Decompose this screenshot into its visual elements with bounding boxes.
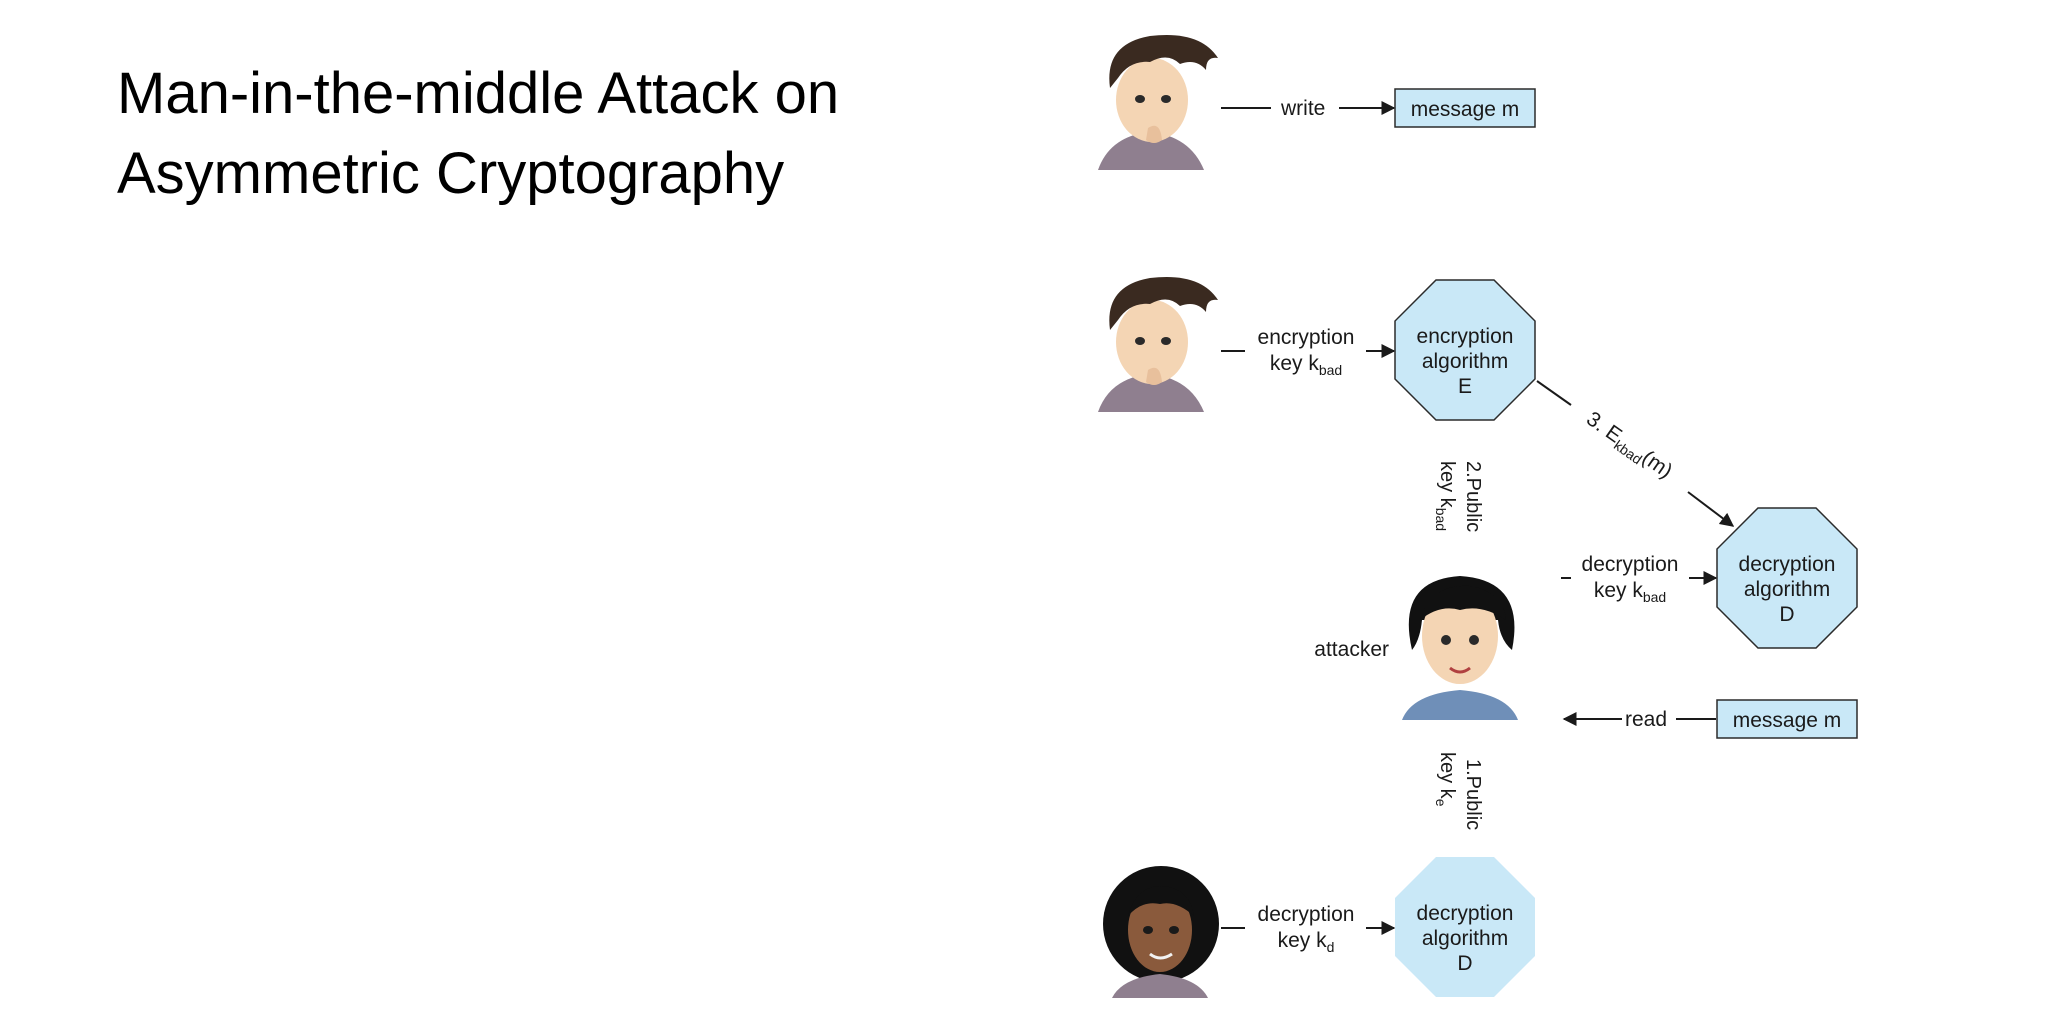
enc-key-label-line2: key kbad [1270, 352, 1342, 378]
slide-title: Man-in-the-middle Attack on Asymmetric C… [117, 54, 1017, 214]
bob-dec-key-line1: decryption [1258, 903, 1355, 926]
encryption-key-arrow: encryption key kbad [1221, 326, 1396, 378]
edge-2-public-key: 2.Public key kbad [1433, 461, 1484, 532]
encryption-algorithm-octagon: encryption algorithm E [1394, 279, 1536, 421]
message-box-top: message m [1394, 88, 1536, 128]
edge-1-line1: 1.Public [1462, 759, 1484, 830]
title-line-1: Man-in-the-middle Attack on [117, 61, 840, 126]
attacker-dec-key-line2: key kbad [1594, 579, 1666, 605]
attacker-dec-alg-line2: algorithm [1744, 578, 1830, 601]
enc-alg-line1: encryption [1417, 325, 1514, 348]
bob-avatar [1103, 866, 1219, 998]
alice-avatar-top [1098, 34, 1218, 170]
edge-1-public-key: 1.Public key ke [1433, 752, 1484, 830]
bob-dec-alg-line1: decryption [1417, 902, 1514, 925]
enc-key-label-line1: encryption [1258, 326, 1355, 349]
enc-alg-line2: algorithm [1422, 350, 1508, 373]
message-attacker-label: message m [1733, 709, 1842, 732]
edge-2-line1: 2.Public [1462, 461, 1484, 532]
attacker-dec-alg-line1: decryption [1739, 553, 1836, 576]
edge-3-label: 3. Ekbad(m) [1580, 407, 1676, 485]
attacker-dec-alg-line3: D [1779, 603, 1794, 626]
attacker-dec-key-line1: decryption [1582, 553, 1679, 576]
title-line-2: Asymmetric Cryptography [117, 141, 785, 206]
write-label: write [1280, 97, 1325, 120]
bob-decryption-octagon: decryption algorithm D [1395, 857, 1535, 997]
edge-3-ciphertext: 3. Ekbad(m) [1536, 380, 1735, 527]
bob-dec-alg-line3: D [1457, 952, 1472, 975]
attacker-dec-key-arrow: decryption key kbad [1561, 553, 1718, 605]
message-top-label: message m [1411, 98, 1520, 121]
read-arrow: read [1562, 708, 1716, 731]
write-arrow: write [1221, 97, 1396, 120]
read-label: read [1625, 708, 1667, 731]
attacker-label: attacker [1314, 638, 1389, 661]
bob-dec-alg-line2: algorithm [1422, 927, 1508, 950]
message-box-attacker: message m [1716, 699, 1858, 739]
attacker-decryption-octagon: decryption algorithm D [1716, 507, 1858, 649]
edge-1-line2: key ke [1433, 752, 1458, 807]
attacker-avatar [1402, 576, 1518, 720]
edge-2-line2: key kbad [1433, 461, 1458, 531]
enc-alg-line3: E [1458, 375, 1472, 398]
bob-dec-key-line2: key kd [1278, 929, 1335, 955]
bob-dec-key-arrow: decryption key kd [1221, 903, 1396, 955]
alice-avatar-middle [1098, 276, 1218, 412]
